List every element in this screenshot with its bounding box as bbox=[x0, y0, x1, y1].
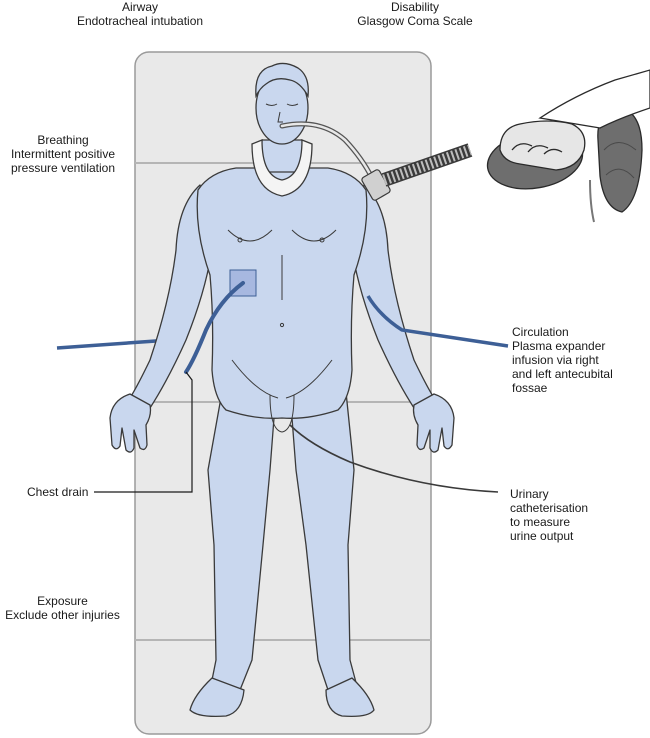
chest-drain-tube bbox=[184, 281, 245, 374]
oxygen-tubing bbox=[589, 179, 595, 223]
airway-title: Airway bbox=[121, 0, 158, 14]
exposure-detail: Exclude other injuries bbox=[5, 608, 120, 622]
exposure-label: Exposure Exclude other injuries bbox=[0, 594, 125, 622]
ventilation-hose bbox=[381, 143, 473, 187]
breathing-line1: Intermittent positive bbox=[10, 147, 116, 161]
circulation-title: Circulation bbox=[512, 325, 569, 339]
urinary-catheter bbox=[289, 424, 499, 493]
airway-label: Airway Endotracheal intubation bbox=[65, 0, 215, 28]
circulation-label: Circulation Plasma expander infusion via… bbox=[512, 325, 647, 395]
disability-detail: Glasgow Coma Scale bbox=[357, 14, 473, 28]
urinary-line4: urine output bbox=[510, 529, 574, 543]
disability-title: Disability bbox=[390, 0, 439, 14]
face bbox=[265, 103, 299, 123]
body-contours bbox=[227, 229, 337, 433]
circulation-line2: infusion via right bbox=[512, 353, 599, 367]
urinary-label: Urinary catheterisation to measure urine… bbox=[510, 487, 640, 543]
operator-hand bbox=[499, 69, 650, 171]
chest-drain-label: Chest drain bbox=[27, 485, 97, 499]
breathing-title: Breathing bbox=[37, 133, 89, 147]
urinary-line1: Urinary bbox=[510, 487, 549, 501]
breathing-line2: pressure ventilation bbox=[10, 161, 116, 175]
cervical-collar bbox=[251, 139, 313, 197]
breathing-label: Breathing Intermittent positive pressure… bbox=[0, 133, 126, 175]
hair bbox=[255, 62, 309, 99]
circulation-line4: fossae bbox=[512, 381, 548, 395]
urinary-line2: catheterisation bbox=[510, 501, 589, 515]
circulation-line1: Plasma expander bbox=[512, 339, 606, 353]
disability-label: Disability Glasgow Coma Scale bbox=[345, 0, 485, 28]
chest-drain-leader bbox=[94, 371, 193, 493]
urinary-line3: to measure bbox=[510, 515, 571, 529]
chest-drain-title: Chest drain bbox=[27, 485, 89, 499]
airway-detail: Endotracheal intubation bbox=[76, 14, 204, 28]
circulation-line3: and left antecubital bbox=[512, 367, 613, 381]
right-iv-line bbox=[366, 295, 509, 348]
exposure-title: Exposure bbox=[37, 594, 88, 608]
